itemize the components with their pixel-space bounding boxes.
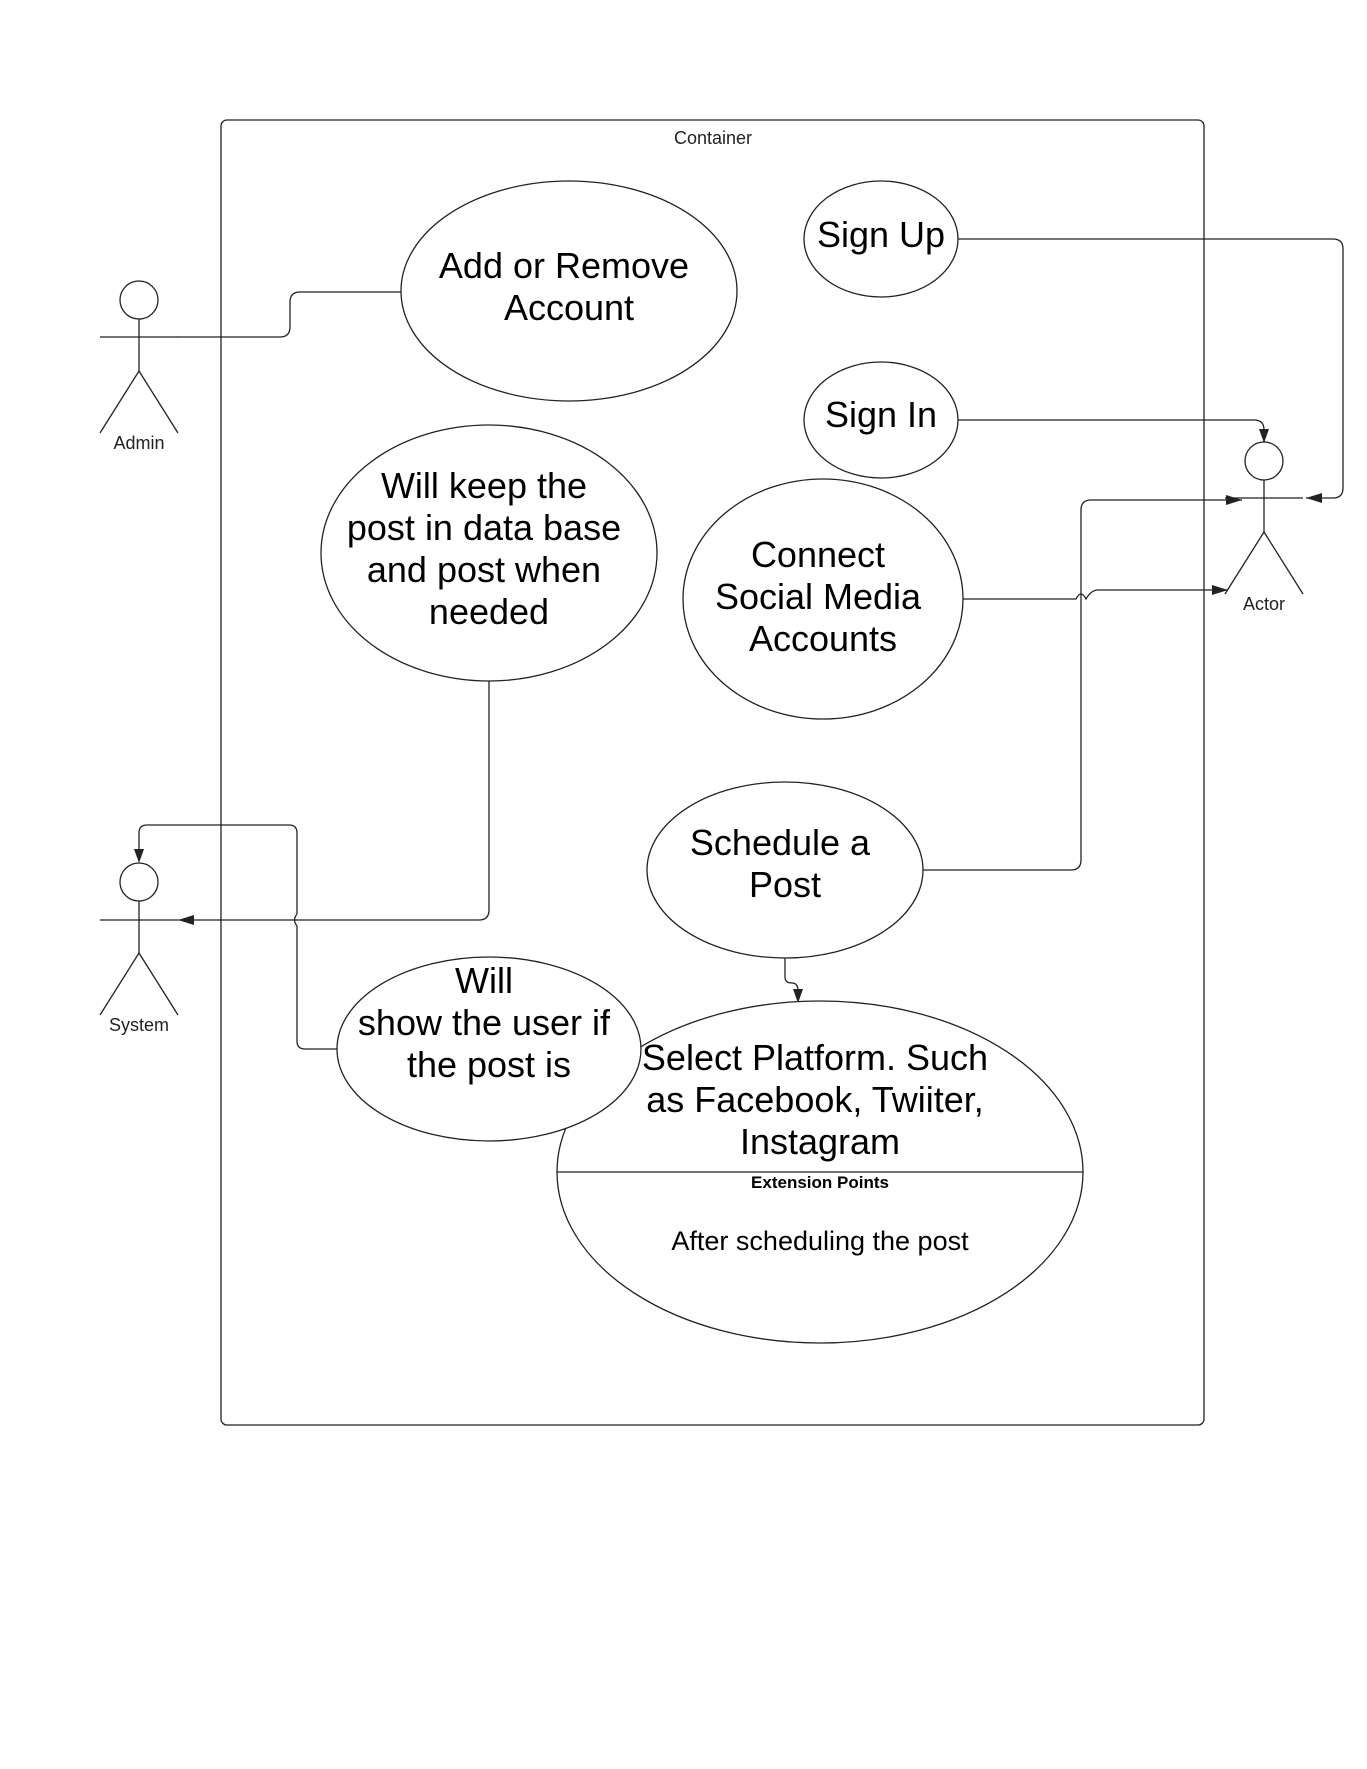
schedule-to-actor-line (922, 499, 1242, 871)
actor-system-label: System (109, 1015, 169, 1035)
use-case-connect-social (682, 478, 964, 720)
extension-point-text: After scheduling the post (671, 1226, 969, 1256)
actor-admin (99, 280, 179, 434)
keep-post-arrowhead (178, 915, 194, 925)
connect-to-actor-line (963, 589, 1228, 601)
use-case-keep-post-label: Will keep the post in data base and post… (347, 465, 631, 632)
use-case-connect-social-label: Connect Social Media Accounts (715, 534, 931, 659)
schedule-arrowhead (1226, 495, 1242, 505)
use-case-show-user-label: Will show the user if the post is (358, 960, 620, 1085)
sign-up-arrowhead (1306, 493, 1322, 503)
use-case-schedule-post (646, 781, 924, 959)
actor-user-label: Actor (1243, 594, 1285, 614)
use-case-schedule-post-label: Schedule a Post (690, 822, 880, 905)
use-case-add-remove-account-label: Add or Remove Account (439, 245, 699, 328)
use-case-sign-in (803, 361, 959, 479)
sign-up-to-actor-line (958, 238, 1344, 499)
use-case-sign-in-label: Sign In (825, 394, 937, 435)
keep-post-to-system-line (178, 680, 490, 921)
system-head (119, 862, 159, 902)
schedule-to-select-arrowhead (793, 989, 803, 1003)
actor-user-head (1244, 441, 1284, 481)
show-user-arrowhead (134, 849, 144, 863)
connect-arrowhead (1212, 585, 1228, 595)
actor-user (1224, 441, 1304, 595)
actor-system (99, 862, 179, 1016)
admin-head (119, 280, 159, 320)
use-case-select-platform-label: Select Platform. Such as Facebook, Twiit… (642, 1037, 998, 1162)
schedule-to-select-line (784, 957, 799, 1000)
extension-points-header: Extension Points (751, 1173, 889, 1192)
use-case-sign-up-label: Sign Up (817, 214, 945, 255)
sign-in-arrowhead (1259, 429, 1269, 443)
use-case-show-user (336, 956, 642, 1142)
container-label: Container (674, 128, 752, 148)
show-user-to-system-line (138, 824, 338, 1050)
use-case-sign-up (803, 180, 959, 298)
use-case-add-remove-account (400, 180, 738, 402)
use-case-keep-post (320, 424, 658, 682)
actor-admin-label: Admin (113, 433, 164, 453)
admin-to-add-remove-line (177, 291, 402, 338)
